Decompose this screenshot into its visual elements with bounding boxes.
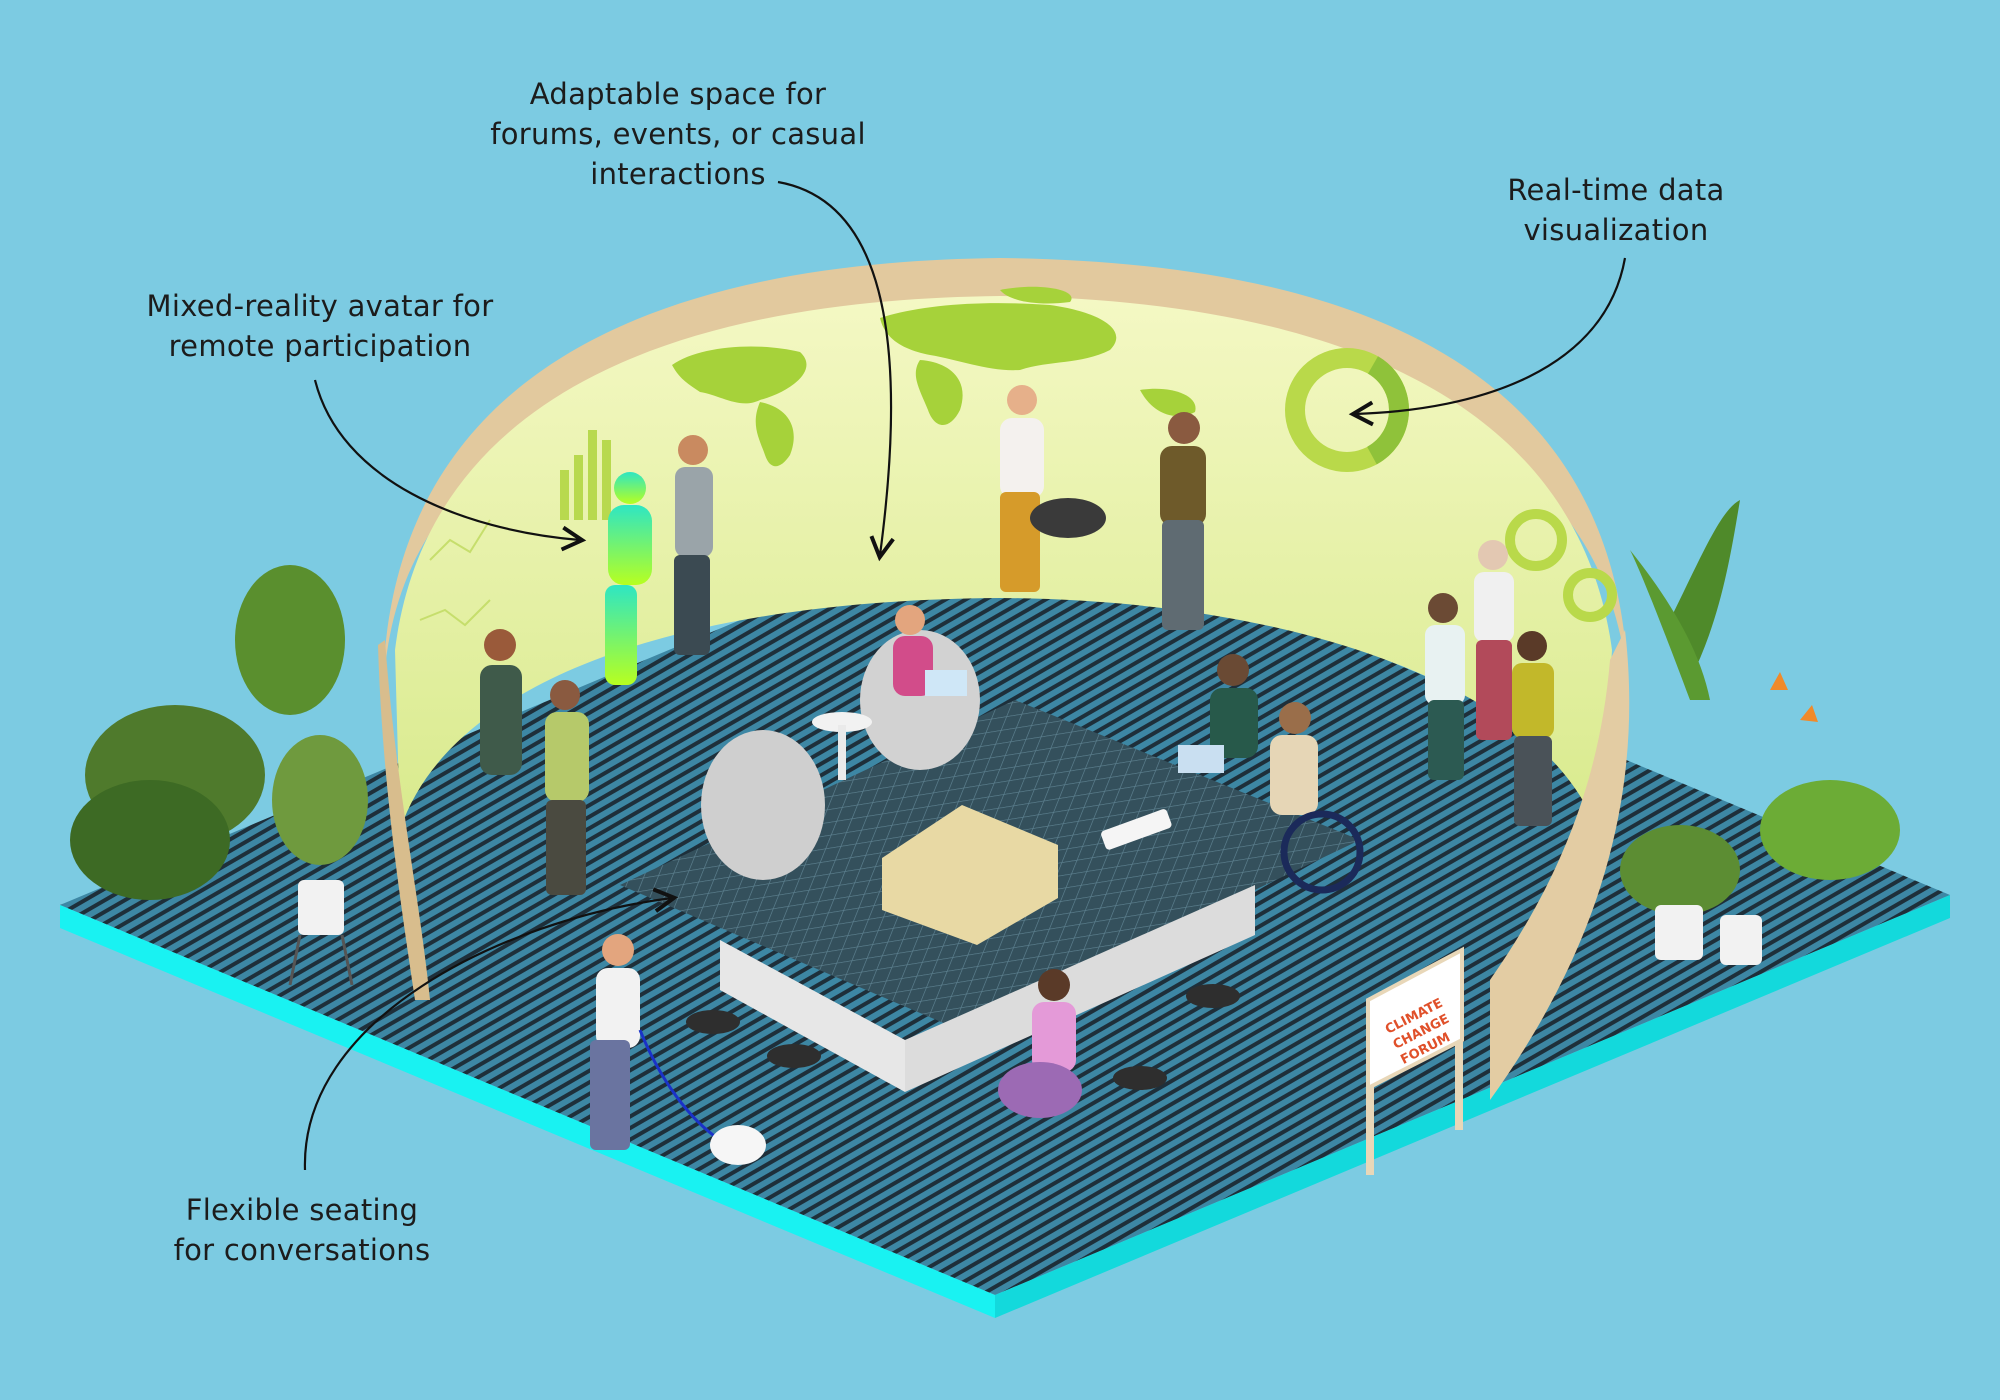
- bar-chart-graphic: [560, 430, 611, 520]
- arrow-realtime: [1348, 257, 1627, 427]
- person-figures: [480, 385, 1554, 1165]
- potted-plants-right: [1620, 500, 1900, 965]
- callout-adaptable-space: Adaptable space for forums, events, or c…: [478, 74, 878, 194]
- arrow-seating: [303, 887, 679, 1171]
- arrow-adaptable: [777, 180, 895, 562]
- callout-line: Adaptable space for: [529, 77, 827, 111]
- callout-line: Real-time data: [1507, 173, 1725, 207]
- climate-change-forum-sign: CLIMATE CHANGE FORUM: [1366, 946, 1464, 1175]
- callout-arrows: [303, 180, 1627, 1171]
- callout-line: remote participation: [168, 329, 472, 363]
- callout-flexible-seating: Flexible seating for conversations: [162, 1190, 442, 1270]
- callout-line: interactions: [590, 157, 766, 191]
- callout-line: for conversations: [173, 1233, 431, 1267]
- callout-mixed-reality-avatar: Mixed-reality avatar for remote particip…: [130, 286, 510, 366]
- line-chart-graphic: [419, 519, 491, 627]
- mixed-reality-avatar: [605, 472, 652, 685]
- arrow-avatar: [313, 379, 587, 552]
- callout-realtime-data: Real-time data visualization: [1476, 170, 1756, 250]
- callout-line: visualization: [1523, 213, 1709, 247]
- callout-line: Flexible seating: [185, 1193, 419, 1227]
- callout-line: forums, events, or casual: [490, 117, 866, 151]
- potted-plants-left: [70, 565, 368, 986]
- curved-wall-front: [378, 630, 1630, 1100]
- world-map: [672, 286, 1196, 467]
- callout-line: Mixed-reality avatar for: [146, 289, 494, 323]
